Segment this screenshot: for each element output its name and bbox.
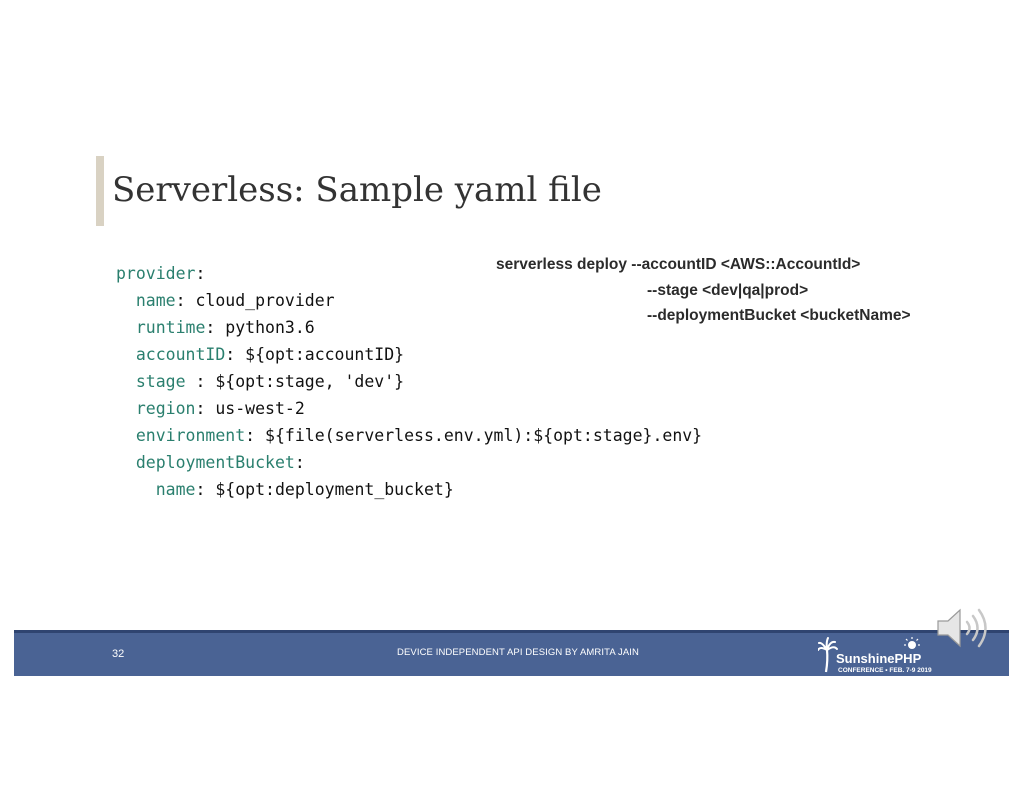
yaml-value: ${opt:deployment_bucket} <box>215 480 454 499</box>
yaml-value: python3.6 <box>225 318 315 337</box>
yaml-key: stage <box>135 372 186 391</box>
title-accent-bar <box>96 156 104 226</box>
yaml-key: region <box>135 399 196 418</box>
yaml-value: ${file(serverless.env.yml):${opt:stage}.… <box>265 426 703 445</box>
yaml-line: deploymentBucket: <box>135 453 305 472</box>
yaml-value: ${opt:stage, 'dev'} <box>215 372 405 391</box>
yaml-value: us-west-2 <box>215 399 305 418</box>
yaml-key: name <box>135 291 176 310</box>
deploy-command-line-3: --deploymentBucket <bucketName> <box>647 307 911 324</box>
yaml-line: region: us-west-2 <box>135 399 305 418</box>
yaml-line: environment: ${file(serverless.env.yml):… <box>135 426 703 445</box>
yaml-key: provider <box>116 264 196 283</box>
yaml-line: name: ${opt:deployment_bucket} <box>155 480 454 499</box>
footer-bar <box>14 630 1009 676</box>
yaml-key: environment <box>135 426 246 445</box>
yaml-value: ${opt:accountID} <box>245 345 405 364</box>
page-number: 32 <box>112 648 125 660</box>
yaml-key: deploymentBucket <box>135 453 295 472</box>
yaml-key: name <box>155 480 196 499</box>
deploy-command-line-1: serverless deploy --accountID <AWS::Acco… <box>496 256 861 273</box>
slide-title: Serverless: Sample yaml file <box>112 170 602 210</box>
yaml-key: accountID <box>135 345 226 364</box>
yaml-value: cloud_provider <box>195 291 335 310</box>
speaker-audio-icon[interactable] <box>934 604 994 652</box>
yaml-line: name: cloud_provider <box>135 291 335 310</box>
yaml-key: runtime <box>135 318 206 337</box>
yaml-line: provider: <box>116 264 206 283</box>
yaml-line: accountID: ${opt:accountID} <box>135 345 405 364</box>
yaml-line: stage : ${opt:stage, 'dev'} <box>135 372 405 391</box>
logo-wordmark: SunshinePHP <box>836 651 922 666</box>
footer-caption: DEVICE INDEPENDENT API DESIGN BY AMRITA … <box>397 647 639 658</box>
footer-top-border <box>14 630 1009 633</box>
yaml-code-block: provider: name: cloud_provider runtime: … <box>116 260 702 503</box>
sunshinephp-logo-icon <box>818 637 920 673</box>
deploy-command-line-2: --stage <dev|qa|prod> <box>647 282 809 299</box>
logo-subtitle: CONFERENCE • FEB. 7-9 2019 <box>838 667 932 674</box>
yaml-line: runtime: python3.6 <box>135 318 315 337</box>
